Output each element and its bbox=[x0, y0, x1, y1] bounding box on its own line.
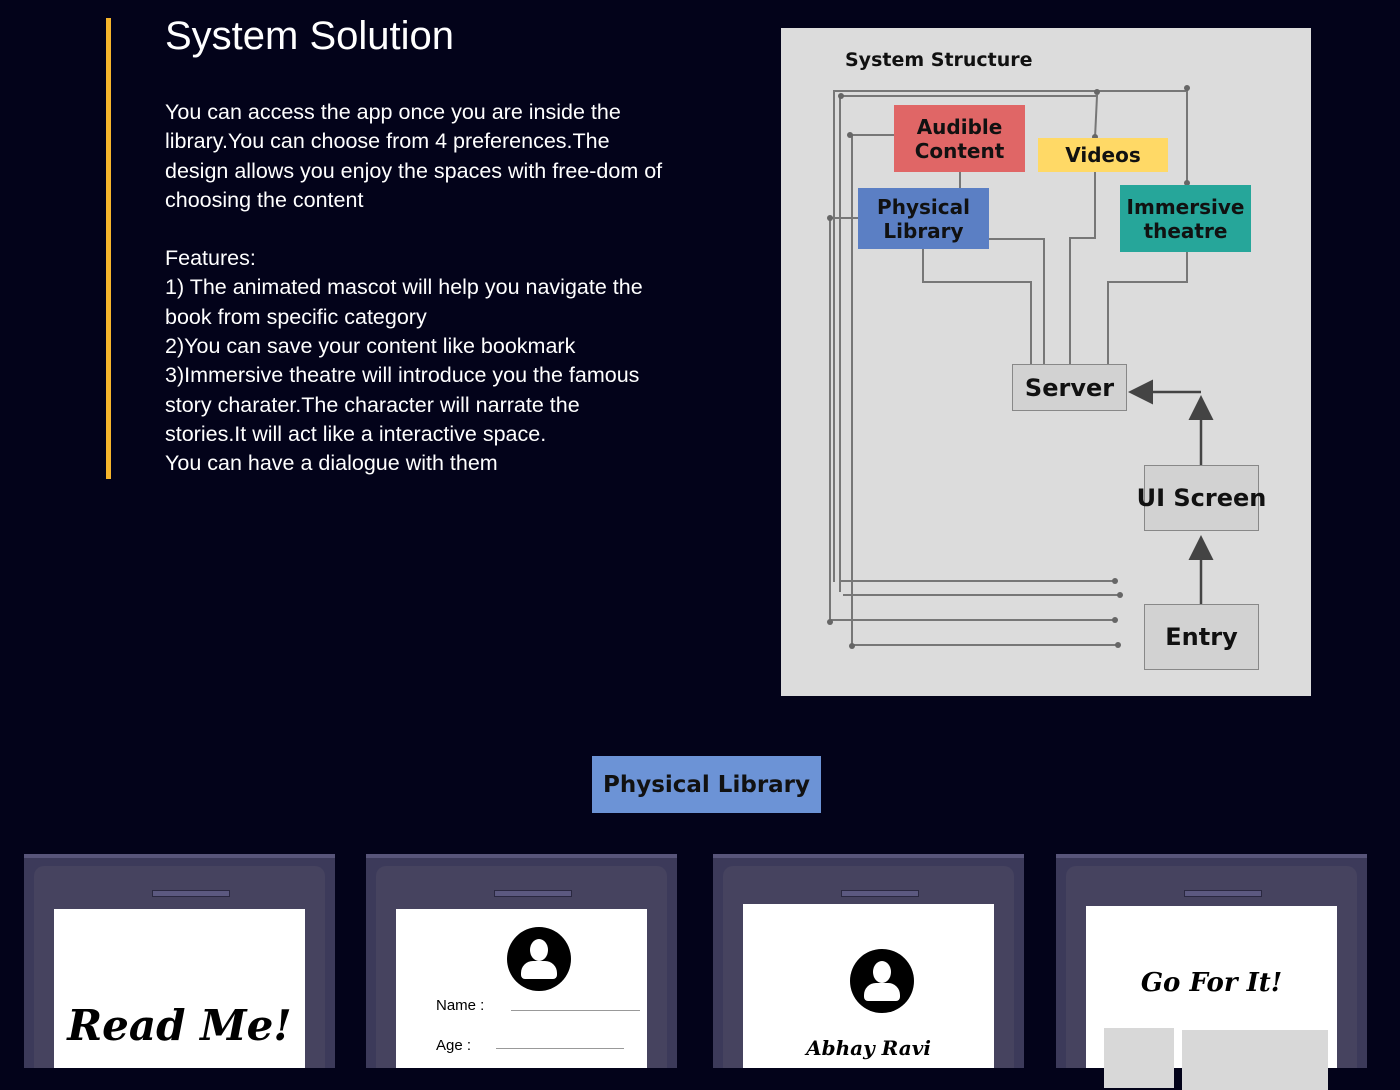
read-me-title: Read Me! bbox=[67, 1001, 292, 1050]
diagram-title: System Structure bbox=[845, 49, 1033, 71]
description: You can access the app once you are insi… bbox=[165, 98, 665, 479]
node-physical-library: Physical Library bbox=[858, 188, 989, 249]
name-label: Name : bbox=[436, 997, 485, 1014]
intro-text: You can access the app once you are insi… bbox=[165, 100, 663, 212]
node-audible-content: Audible Content bbox=[894, 105, 1025, 172]
avatar-icon bbox=[507, 927, 571, 991]
node-immersive-theatre: Immersive theatre bbox=[1120, 185, 1251, 252]
feature-item: You can have a dialogue with them bbox=[165, 451, 498, 476]
user-name: Abhay Ravi bbox=[806, 1036, 931, 1060]
age-input[interactable] bbox=[496, 1048, 624, 1049]
features-heading: Features: bbox=[165, 246, 256, 271]
phone-screen: Abhay Ravi bbox=[743, 904, 994, 1068]
phone-speaker bbox=[841, 890, 919, 897]
phone-speaker bbox=[1184, 890, 1262, 897]
feature-item: 2)You can save your content like bookmar… bbox=[165, 334, 576, 359]
node-server: Server bbox=[1012, 364, 1127, 411]
phone-speaker bbox=[494, 890, 572, 897]
age-label: Age : bbox=[436, 1037, 472, 1054]
accent-bar bbox=[106, 18, 111, 479]
feature-item: 1) The animated mascot will help you nav… bbox=[165, 275, 643, 329]
phone-screen: Name : Age : bbox=[396, 909, 647, 1068]
section-label-physical-library: Physical Library bbox=[592, 756, 821, 813]
phone-mockup-read-me: Read Me! bbox=[24, 854, 335, 1068]
phone-mockup-go-for-it: Go For It! bbox=[1056, 854, 1367, 1090]
phone-speaker bbox=[152, 890, 230, 897]
node-videos: Videos bbox=[1038, 138, 1168, 172]
go-for-it-title: Go For It! bbox=[1140, 968, 1283, 998]
phone-mockup-profile-form: Name : Age : bbox=[366, 854, 677, 1068]
content-placeholder[interactable] bbox=[1182, 1030, 1328, 1090]
node-ui-screen: UI Screen bbox=[1137, 465, 1266, 531]
system-structure-diagram bbox=[781, 28, 1311, 696]
name-input[interactable] bbox=[511, 1010, 640, 1011]
page-title: System Solution bbox=[165, 14, 455, 58]
avatar-icon bbox=[850, 949, 914, 1013]
phone-screen: Read Me! bbox=[54, 909, 305, 1068]
eye-thumbnail[interactable] bbox=[1104, 1028, 1174, 1088]
phone-screen: Go For It! bbox=[1086, 906, 1337, 1090]
node-entry: Entry bbox=[1144, 604, 1259, 670]
feature-item: 3)Immersive theatre will introduce you t… bbox=[165, 363, 640, 446]
phone-mockup-user: Abhay Ravi bbox=[713, 854, 1024, 1068]
